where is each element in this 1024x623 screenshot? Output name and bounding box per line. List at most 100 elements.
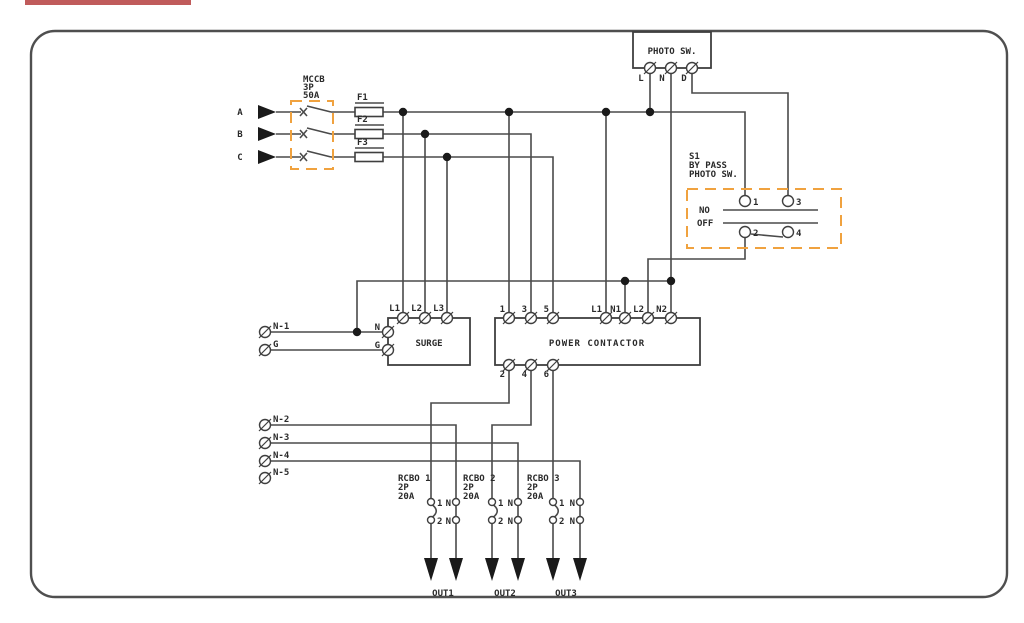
- bypass-dashed-box: [686, 188, 842, 249]
- output-arrows: OUT1 OUT2 OUT3: [424, 558, 587, 599]
- fuse-f2-label: F2: [357, 115, 368, 125]
- rcbo-3-n-bottom-label: N: [570, 517, 575, 527]
- rcbo-3-n-top-label: N: [570, 499, 575, 509]
- bypass-terminal-1-label: 1: [753, 198, 758, 208]
- contactor-terminal-n2: N2: [656, 305, 667, 315]
- surge-terminal-g: G: [375, 341, 380, 351]
- fuse-f2: [354, 128, 384, 140]
- rcbo-1-title: RCBO 1: [398, 474, 431, 484]
- input-label-c: C: [237, 153, 242, 163]
- surge-terminals: [381, 311, 454, 357]
- rcbo-3-poles: 2P: [527, 483, 538, 493]
- rcbo-2-n-bottom-label: N: [508, 517, 513, 527]
- rcbo-1-pole1-label: 1: [437, 499, 442, 509]
- input-arrow-c: [258, 150, 276, 164]
- contactor-4-out: [491, 371, 532, 498]
- rcbo-2-rating: 20A: [463, 492, 480, 502]
- diagram-border: [29, 29, 1009, 599]
- surge-title: SURGE: [415, 339, 442, 349]
- output-label-3: OUT3: [555, 589, 577, 599]
- contactor-terminal-l1: L1: [591, 305, 602, 315]
- contactor-terminal-1: 1: [500, 305, 505, 315]
- rcbo-3-pole2-label: 2: [559, 517, 564, 527]
- mccb-label-1: MCCB: [303, 75, 325, 85]
- rcbo-2-poles: 2P: [463, 483, 474, 493]
- n2-feed-wire: [271, 424, 457, 498]
- bypass-out-wire: [647, 238, 746, 312]
- bypass-terminal-1-circle: [738, 194, 752, 208]
- n4-feed-wire: [271, 460, 581, 498]
- output-label-1: OUT1: [432, 589, 454, 599]
- fuse-f3-label: F3: [357, 138, 368, 148]
- bypass-pos-off: OFF: [697, 219, 713, 229]
- surge-protector: SURGE L1 L2 L3 N G: [375, 304, 471, 366]
- surge-terminal-l1: L1: [389, 304, 400, 314]
- rcbo-3-title: RCBO 3: [527, 474, 560, 484]
- bypass-switch: S1 BY PASS PHOTO SW. NO OFF 1 3 2 4: [686, 152, 842, 249]
- contactor-terminal-5: 5: [544, 305, 549, 315]
- terminal-n-1-label: N-1: [273, 322, 289, 332]
- contactor-terminal-6: 6: [544, 370, 549, 380]
- red-annotation-bar: [25, 0, 191, 5]
- contactor-terminal-3: 3: [522, 305, 527, 315]
- photo-switch: PHOTO SW. L N D: [632, 31, 712, 84]
- rcbo-1-pole2-label: 2: [437, 517, 442, 527]
- fuse-label-underlines: [355, 102, 384, 149]
- contactor-2-out: [430, 371, 510, 498]
- mccb-pole-symbols: [299, 105, 332, 162]
- terminal-n-4-label: N-4: [273, 451, 290, 461]
- photo-terminal-n: N: [659, 74, 664, 84]
- bypass-title-3: PHOTO SW.: [689, 170, 738, 180]
- bypass-terminal-2-circle: [738, 225, 752, 239]
- bypass-pos-no: NO: [699, 206, 710, 216]
- photo-terminal-d: D: [681, 74, 687, 84]
- rcbo-1-n-bottom-label: N: [446, 517, 451, 527]
- mccb-label-3: 50A: [303, 91, 320, 101]
- rcbo-1-n-top-label: N: [446, 499, 451, 509]
- input-label-b: B: [237, 130, 243, 140]
- contactor-title: POWER CONTACTOR: [549, 339, 645, 349]
- rcbo-2: RCBO 2 2P 20A 1 2 N N: [463, 474, 523, 527]
- junction-dots: [352, 107, 676, 337]
- rcbo-2-pole2-label: 2: [498, 517, 503, 527]
- input-arrow-a: [258, 105, 276, 119]
- bypass-title-1: S1: [689, 152, 700, 162]
- bypass-terminal-3-circle: [781, 194, 795, 208]
- fuses: F1 F2 F3: [354, 93, 384, 163]
- phase-c-wire: [331, 156, 554, 312]
- bypass-blade: [750, 233, 784, 238]
- photo-switch-title: PHOTO SW.: [648, 47, 697, 57]
- rcbo-3-rating: 20A: [527, 492, 544, 502]
- surge-terminal-l2: L2: [411, 304, 422, 314]
- output-shafts: [430, 523, 581, 559]
- surge-terminal-l3: L3: [433, 304, 444, 314]
- power-contactor: POWER CONTACTOR 1 3 5 L1 N1 L2 N2 2 4 6: [494, 305, 701, 380]
- rcbo-2-title: RCBO 2: [463, 474, 496, 484]
- input-label-a: A: [237, 108, 243, 118]
- rcbo-2-n-top-label: N: [508, 499, 513, 509]
- phase-a-wire: [331, 111, 746, 196]
- input-terminals: A B C: [237, 105, 276, 164]
- terminal-g-label: G: [273, 340, 278, 350]
- rcbo-3-pole1-label: 1: [559, 499, 564, 509]
- surge-terminal-n: N: [375, 323, 380, 333]
- rcbo-3: RCBO 3 2P 20A 1 2 N N: [527, 474, 585, 527]
- contactor-terminal-n1: N1: [610, 305, 621, 315]
- neutral-terminals: N-1 G N-2 N-3 N-4 N-5: [258, 322, 290, 485]
- contactor-box: [494, 317, 701, 366]
- mccb-breaker: MCCB 3P 50A: [290, 75, 334, 170]
- mccb-dashed-box: [290, 100, 334, 170]
- mccb-label-2: 3P: [303, 83, 314, 93]
- bypass-terminal-4-circle: [781, 225, 795, 239]
- input-arrow-b: [258, 127, 276, 141]
- rcbo-1: RCBO 1 2P 20A 1 2 N N: [398, 474, 461, 527]
- wiring: [271, 74, 789, 559]
- fuse-f1-label: F1: [357, 93, 368, 103]
- fuse-f1: [354, 106, 384, 118]
- contactor-top-terminals: [502, 311, 678, 325]
- contactor-bottom-terminals: [502, 358, 560, 372]
- bypass-terminal-4-label: 4: [796, 229, 802, 239]
- photo-switch-terminals: [643, 61, 699, 75]
